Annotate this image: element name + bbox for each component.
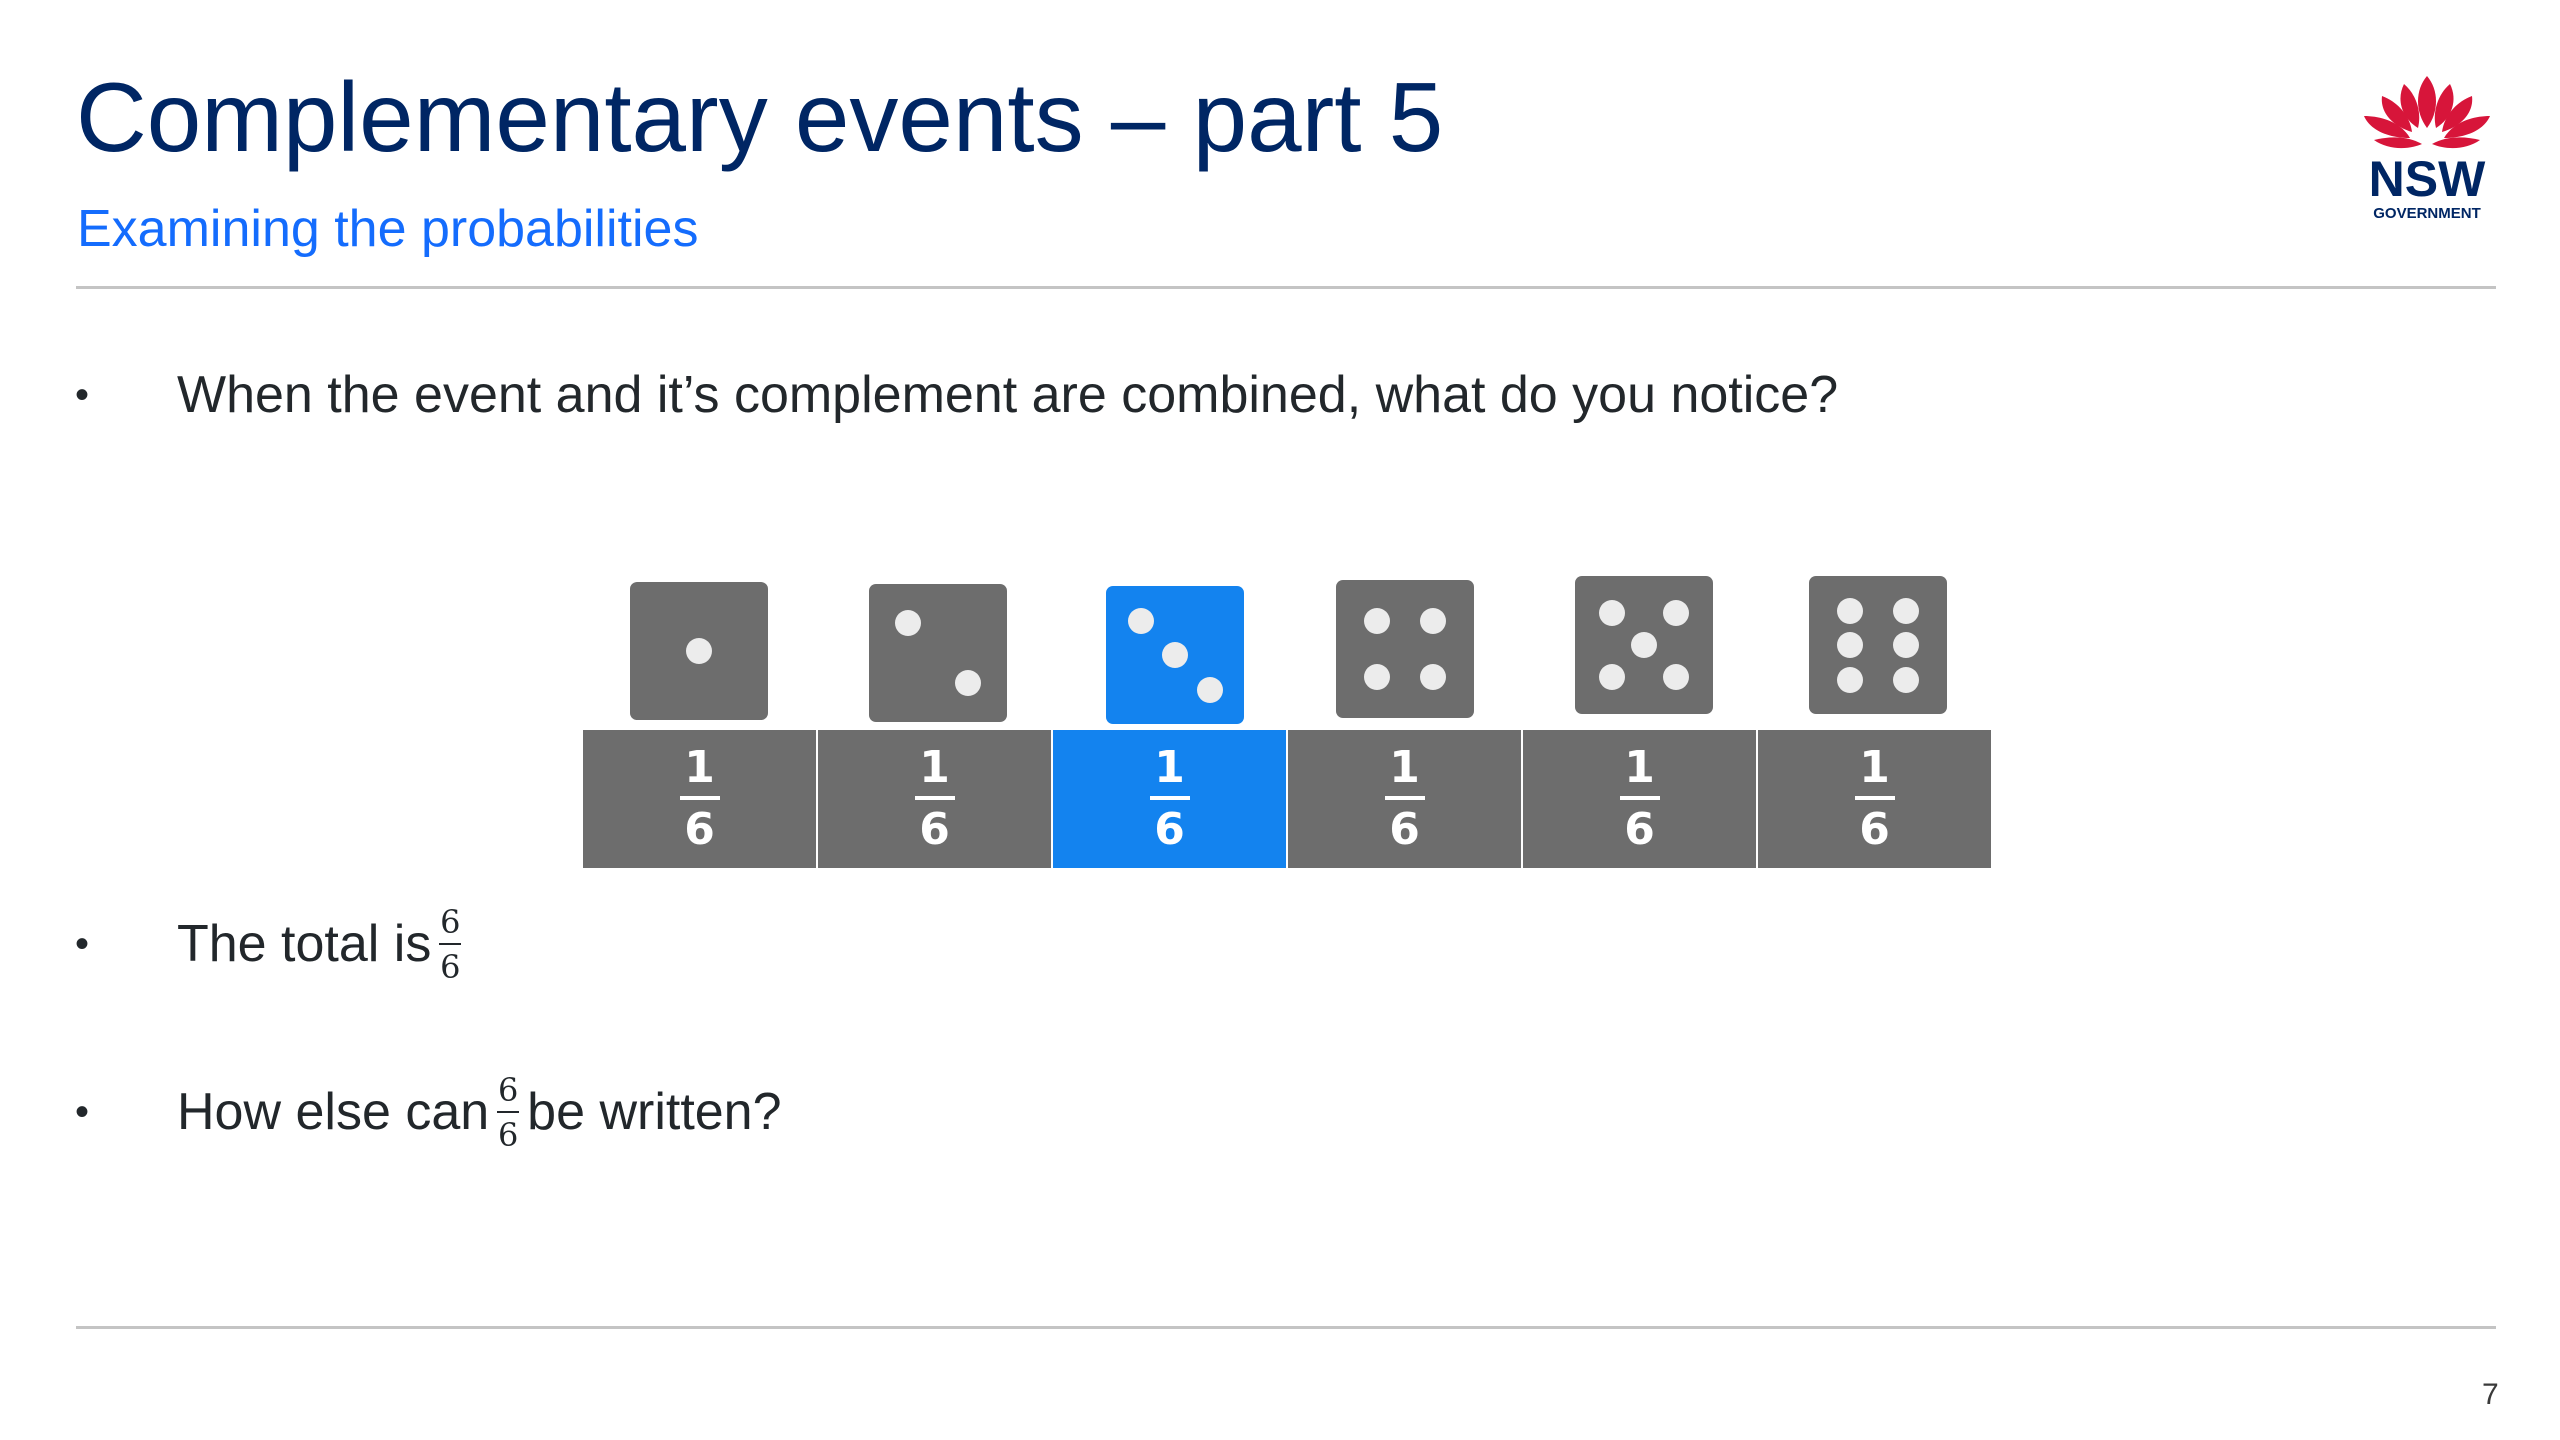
- die-face-1: [630, 582, 768, 720]
- die-pip: [1196, 676, 1223, 703]
- bullet-text: The total is: [177, 915, 432, 973]
- fraction: 1 6: [914, 742, 955, 855]
- nsw-government-logo: NSW GOVERNMENT: [2364, 76, 2490, 222]
- fraction-numerator: 1: [684, 742, 715, 793]
- fraction-numerator: 1: [1389, 742, 1420, 793]
- bullet-marker: •: [75, 1089, 90, 1134]
- fraction-numerator: 1: [919, 742, 950, 793]
- bullet-text: When the event and it’s complement are c…: [177, 366, 1839, 424]
- fraction-bar: [1384, 796, 1425, 800]
- fraction-bar: [1619, 796, 1660, 800]
- die-pip: [1364, 608, 1391, 635]
- bullet-item-1: • When the event and it’s complement are…: [72, 362, 1838, 428]
- fraction-numerator: 1: [1624, 742, 1655, 793]
- die-pip: [1837, 597, 1864, 624]
- probability-cell-3: 1 6: [1053, 730, 1286, 868]
- bullet-text-end: be written?: [527, 1083, 782, 1141]
- fraction-denominator: 6: [919, 804, 950, 855]
- die-pip: [1837, 632, 1864, 658]
- slide-subtitle: Examining the probabilities: [77, 200, 699, 258]
- die-pip: [1162, 642, 1188, 668]
- fraction: 6 6: [439, 902, 462, 986]
- bullet-marker: •: [75, 921, 90, 966]
- probability-cell-5: 1 6: [1523, 730, 1756, 868]
- fraction-bar: [1854, 796, 1895, 800]
- fraction: 1 6: [1619, 742, 1660, 855]
- die-pip: [1364, 663, 1391, 690]
- fraction: 1 6: [679, 742, 720, 855]
- fraction: 1 6: [1149, 742, 1190, 855]
- die-pip: [1419, 608, 1446, 635]
- header-divider: [76, 286, 2496, 289]
- fraction-denominator: 6: [1389, 804, 1420, 855]
- fraction-bar: [914, 796, 955, 800]
- die-face-6: [1809, 576, 1947, 714]
- die-pip: [1631, 632, 1657, 658]
- logo-wordmark: NSW: [2369, 151, 2486, 207]
- die-pip: [1127, 607, 1154, 634]
- die-pip: [686, 638, 712, 664]
- fraction-numerator: 1: [1859, 742, 1890, 793]
- probability-cell-1: 1 6: [583, 730, 816, 868]
- die-pip: [1892, 597, 1919, 624]
- fraction-bar: [497, 1110, 520, 1113]
- fraction-bar: [439, 942, 462, 945]
- fraction: 1 6: [1854, 742, 1895, 855]
- bullet-text: How else can: [177, 1083, 490, 1141]
- probability-cell-6: 1 6: [1758, 730, 1991, 868]
- dice-probability-diagram: 1 6 1 6 1 6 1 6 1 6 1: [583, 570, 1993, 870]
- bullet-marker: •: [75, 372, 90, 417]
- die-face-5: [1575, 576, 1713, 714]
- fraction-denominator: 6: [684, 804, 715, 855]
- die-pip: [1599, 663, 1626, 690]
- fraction-numerator: 6: [440, 902, 461, 941]
- bullet-item-2: • The total is 6 6: [72, 896, 469, 992]
- logo-subtext: GOVERNMENT: [2373, 205, 2481, 222]
- waratah-flower-icon: [2364, 76, 2490, 149]
- fraction-denominator: 6: [1859, 804, 1890, 855]
- die-face-2: [869, 584, 1007, 722]
- die-pip: [1892, 666, 1919, 693]
- bullet-item-3: • How else can 6 6 be written?: [72, 1064, 782, 1160]
- fraction-denominator: 6: [497, 1115, 519, 1154]
- die-pip: [1419, 663, 1446, 690]
- fraction-bar: [679, 796, 720, 800]
- die-pip: [1599, 600, 1626, 627]
- fraction-numerator: 6: [497, 1070, 519, 1109]
- die-pip: [1662, 663, 1689, 690]
- fraction: 6 6: [497, 1070, 520, 1154]
- fraction: 1 6: [1384, 742, 1425, 855]
- die-pip: [955, 670, 982, 697]
- die-pip: [1837, 666, 1864, 693]
- die-face-4: [1336, 580, 1474, 718]
- footer-divider: [76, 1326, 2496, 1329]
- probability-cell-2: 1 6: [818, 730, 1051, 868]
- die-face-3: [1106, 586, 1244, 724]
- fraction-numerator: 1: [1154, 742, 1185, 793]
- slide-title: Complementary events – part 5: [76, 62, 1444, 172]
- fraction-denominator: 6: [1624, 804, 1655, 855]
- die-pip: [894, 609, 921, 636]
- fraction-denominator: 6: [440, 947, 461, 986]
- fraction-bar: [1149, 796, 1190, 800]
- probability-cell-4: 1 6: [1288, 730, 1521, 868]
- page-number: 7: [2482, 1378, 2499, 1411]
- die-pip: [1662, 600, 1689, 627]
- die-pip: [1892, 632, 1919, 658]
- fraction-denominator: 6: [1154, 804, 1185, 855]
